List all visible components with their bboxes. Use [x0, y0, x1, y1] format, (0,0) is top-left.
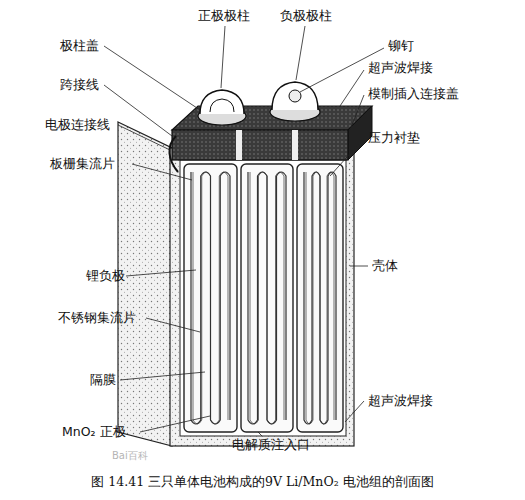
positive-terminal-label: 正极极柱 [198, 8, 250, 24]
cell [241, 164, 293, 432]
part-label: 不锈钢集流片 [58, 310, 136, 326]
electrode-folds [191, 172, 336, 424]
part-label: 锂负极 [86, 268, 125, 284]
electrode-fold [250, 172, 284, 424]
part-label: 极柱盖 [60, 38, 99, 54]
cross-wire [169, 136, 178, 172]
electrode-fold [306, 172, 334, 424]
watermark: Bai百科 [112, 448, 148, 464]
weld [292, 130, 298, 160]
part-label: 铆钉 [388, 38, 414, 54]
cell [184, 164, 237, 432]
positive-terminal [198, 90, 246, 125]
cavity [180, 160, 346, 436]
electrode-fold [191, 172, 230, 424]
part-label: 隔膜 [90, 372, 116, 388]
negative-terminal [270, 82, 320, 121]
weld [236, 130, 242, 160]
part-label: 跨接线 [60, 77, 99, 93]
electrode-fold [193, 172, 228, 424]
cell [297, 164, 343, 432]
connector-cap [172, 130, 348, 160]
part-label: MnO₂ 正极 [62, 424, 126, 440]
part-label: 压力衬垫 [368, 130, 420, 146]
negative-terminal-label: 负极极柱 [280, 8, 332, 24]
case-shell [170, 148, 354, 446]
figure-caption: 图 14.41 三只单体电池构成的9V Li/MnO₂ 电池组的剖面图 [91, 474, 433, 491]
electrode-fold [304, 172, 336, 424]
part-label: 电极连接线 [45, 117, 110, 133]
part-label: 电解质注入口 [232, 437, 310, 453]
part-label: 板栅集流片 [50, 156, 115, 172]
electrode-fold [248, 172, 286, 424]
part-label: 超声波焊接 [368, 60, 433, 76]
part-label: 模制插入连接盖 [368, 86, 459, 102]
case-side [118, 122, 172, 446]
part-label: 壳体 [372, 258, 398, 274]
part-label: 超声波焊接 [368, 393, 433, 409]
leader-lines [104, 26, 384, 436]
